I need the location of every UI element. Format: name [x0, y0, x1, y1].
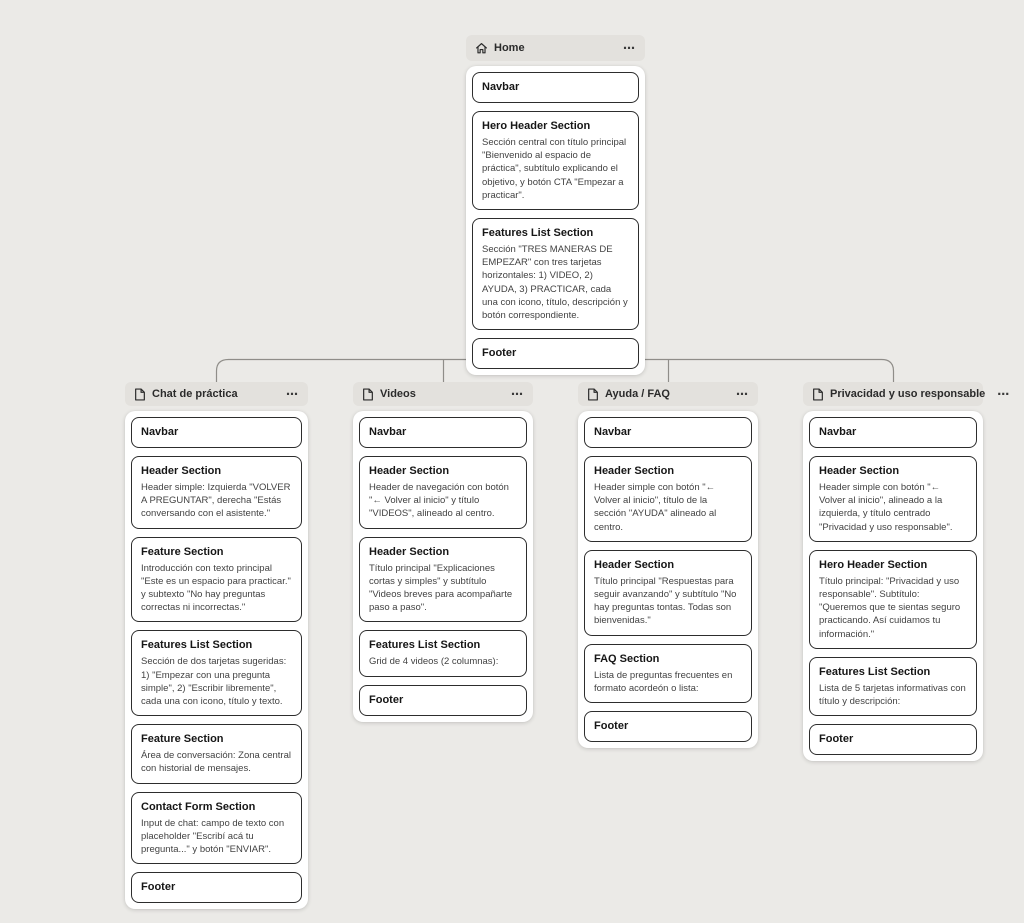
section-body: Lista de preguntas frecuentes en formato… — [594, 669, 733, 694]
node-card: Navbar Header Section Header simple con … — [578, 411, 758, 749]
section-title: Header Section — [594, 558, 675, 571]
more-menu-icon[interactable]: ⋯ — [997, 387, 1011, 401]
node-header-chip[interactable]: Home ⋯ — [466, 35, 645, 61]
node-card: Navbar Header Section Header de navegaci… — [353, 411, 533, 722]
section-title: FAQ Section — [594, 652, 660, 665]
section-title: Navbar — [482, 81, 520, 93]
section-body: Sección de dos tarjetas sugeridas: 1) "E… — [141, 656, 287, 708]
node-header-chip[interactable]: Chat de práctica ⋯ — [125, 382, 308, 406]
section-body: Input de chat: campo de texto con placeh… — [141, 817, 285, 856]
more-menu-icon[interactable]: ⋯ — [736, 387, 749, 401]
section-card[interactable]: Header Section Header simple con botón "… — [584, 456, 752, 542]
section-title: Header Section — [141, 465, 222, 477]
page-icon — [587, 387, 599, 401]
section-title: Features List Section — [482, 227, 594, 240]
section-card[interactable]: Feature Section Introducción con texto p… — [131, 536, 302, 623]
section-card[interactable]: Features List Section Grid de 4 videos (… — [359, 630, 527, 677]
home-icon — [475, 42, 488, 55]
section-body: Grid de 4 videos (2 columnas): — [369, 656, 499, 668]
section-body: Título principal: "Privacidad y uso resp… — [819, 575, 961, 640]
section-title: Footer — [819, 733, 854, 746]
section-card[interactable]: Features List Section Sección "TRES MANE… — [472, 218, 639, 331]
page-icon — [134, 387, 146, 401]
section-card[interactable]: Footer — [472, 338, 639, 370]
node-card: Navbar Header Section Header simple con … — [803, 411, 983, 762]
sitemap-node-home: Home ⋯ Navbar Hero Header Section Secció… — [466, 35, 645, 376]
section-title: Contact Form Section — [141, 800, 256, 813]
section-body: Header de navegación con botón "← Volver… — [369, 482, 509, 520]
node-title: Privacidad y uso responsable — [830, 388, 986, 400]
section-title: Footer — [141, 881, 176, 894]
section-card[interactable]: Feature Section Área de conversación: Zo… — [131, 724, 302, 784]
section-card[interactable]: Header Section Título principal "Respues… — [584, 549, 752, 636]
page-icon — [812, 387, 824, 401]
section-title: Navbar — [594, 426, 632, 438]
section-body: Título principal "Explicaciones cortas y… — [369, 562, 513, 614]
section-title: Navbar — [819, 426, 857, 438]
section-title: Hero Header Section — [819, 558, 928, 571]
section-body: Header simple con botón "← Volver al ini… — [819, 482, 953, 533]
node-header-chip[interactable]: Videos ⋯ — [353, 382, 533, 406]
node-header-chip[interactable]: Privacidad y uso responsable ⋯ — [803, 382, 1009, 406]
section-title: Navbar — [141, 426, 179, 438]
section-title: Header Section — [819, 465, 900, 477]
section-card[interactable]: Header Section Header de navegación con … — [359, 456, 527, 529]
section-body: Header simple con botón "← Volver al ini… — [594, 482, 717, 533]
node-title: Chat de práctica — [152, 388, 238, 400]
sitemap-node-videos: Videos ⋯ Navbar Header Section Header de… — [353, 382, 533, 722]
section-title: Header Section — [369, 465, 450, 477]
section-card[interactable]: Navbar — [809, 417, 977, 448]
section-card[interactable]: Header Section Header simple con botón "… — [809, 456, 977, 542]
section-card[interactable]: Header Section Título principal "Explica… — [359, 536, 527, 623]
section-title: Features List Section — [141, 639, 253, 652]
section-card[interactable]: Footer — [584, 711, 752, 743]
section-body: Sección "TRES MANERAS DE EMPEZAR" con tr… — [482, 244, 628, 322]
more-menu-icon[interactable]: ⋯ — [286, 387, 299, 401]
sitemap-node-ayuda: Ayuda / FAQ ⋯ Navbar Header Section Head… — [578, 382, 758, 749]
section-card[interactable]: Navbar — [359, 417, 527, 448]
section-card[interactable]: Footer — [359, 684, 527, 716]
section-card[interactable]: Contact Form Section Input de chat: camp… — [131, 791, 302, 865]
more-menu-icon[interactable]: ⋯ — [623, 41, 636, 55]
section-title: Footer — [594, 720, 629, 733]
node-card: Navbar Header Section Header simple: Izq… — [125, 411, 308, 910]
section-title: Feature Section — [141, 545, 224, 558]
section-title: Footer — [369, 693, 404, 706]
section-body: Lista de 5 tarjetas informativas con tít… — [819, 682, 966, 708]
node-header-chip[interactable]: Ayuda / FAQ ⋯ — [578, 382, 758, 406]
section-card[interactable]: Navbar — [131, 417, 302, 448]
section-title: Header Section — [594, 465, 675, 477]
section-card[interactable]: Features List Section Sección de dos tar… — [131, 630, 302, 717]
section-title: Features List Section — [819, 665, 931, 678]
section-body: Sección central con título principal "Bi… — [482, 137, 627, 201]
section-title: Header Section — [369, 545, 450, 558]
section-card[interactable]: Hero Header Section Sección central con … — [472, 111, 639, 211]
section-card[interactable]: Features List Section Lista de 5 tarjeta… — [809, 656, 977, 717]
section-card[interactable]: Footer — [131, 872, 302, 904]
node-title: Videos — [380, 388, 416, 400]
section-title: Features List Section — [369, 639, 481, 652]
more-menu-icon[interactable]: ⋯ — [511, 387, 524, 401]
section-title: Footer — [482, 347, 517, 360]
node-card: Navbar Hero Header Section Sección centr… — [466, 66, 645, 376]
section-title: Hero Header Section — [482, 120, 591, 132]
section-body: Introducción con texto principal "Este e… — [141, 562, 291, 614]
section-card[interactable]: Hero Header Section Título principal: "P… — [809, 549, 977, 649]
section-card[interactable]: Navbar — [584, 417, 752, 448]
section-card[interactable]: Navbar — [472, 72, 639, 103]
sitemap-node-chat: Chat de práctica ⋯ Navbar Header Section… — [125, 382, 308, 910]
section-card[interactable]: FAQ Section Lista de preguntas frecuente… — [584, 643, 752, 704]
section-body: Título principal "Respuestas para seguir… — [594, 575, 737, 627]
node-title: Ayuda / FAQ — [605, 388, 670, 400]
node-title: Home — [494, 42, 525, 54]
section-body: Header simple: Izquierda "VOLVER A PREGU… — [141, 482, 291, 520]
section-card[interactable]: Header Section Header simple: Izquierda … — [131, 456, 302, 529]
page-icon — [362, 387, 374, 401]
sitemap-node-privacidad: Privacidad y uso responsable ⋯ Navbar He… — [803, 382, 1009, 762]
section-card[interactable]: Footer — [809, 724, 977, 756]
section-title: Feature Section — [141, 733, 224, 746]
section-title: Navbar — [369, 426, 407, 438]
section-body: Área de conversación: Zona central con h… — [141, 750, 291, 775]
